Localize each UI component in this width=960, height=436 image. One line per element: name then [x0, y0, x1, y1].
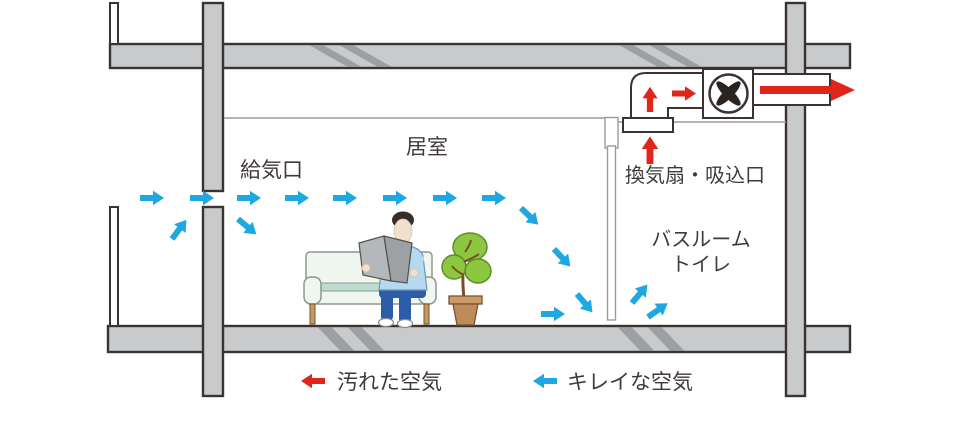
newspaper — [383, 235, 413, 284]
shoe — [396, 318, 414, 329]
partition-wall-header — [604, 116, 619, 149]
living-room-label: 居室 — [406, 135, 448, 159]
suction-inlet-flange — [622, 117, 674, 133]
clean-air-arrow — [233, 213, 262, 240]
clean-air-arrow — [285, 190, 309, 206]
bathroom-label: バスルーム — [651, 227, 750, 251]
exterior-wall-stub — [109, 2, 119, 45]
shoe — [377, 317, 395, 328]
ceiling-slab — [108, 42, 852, 70]
dirty-air-flow — [301, 79, 855, 389]
legend-dirty-air-label: 汚れた空気 — [337, 370, 442, 394]
legend-clean-air-label: キレイな空気 — [567, 370, 693, 394]
clean-air-arrow — [433, 190, 457, 206]
clean-air-arrow — [482, 190, 506, 206]
left-column-lower — [201, 205, 225, 398]
concrete-hatch-stripes — [310, 45, 701, 351]
concrete-structure — [106, 42, 852, 354]
right-column — [784, 1, 807, 398]
clean-air-arrow — [383, 190, 407, 206]
clean-air-arrow — [571, 289, 598, 318]
sofa-leg — [309, 303, 316, 325]
clean-air-arrow — [541, 306, 565, 322]
person-hand — [409, 268, 419, 278]
dirty-air-exhaust-arrow — [760, 79, 855, 101]
plant-branches — [451, 239, 480, 276]
clean-air-arrow — [140, 190, 164, 206]
person-reading — [358, 211, 428, 329]
legend-dirty-air-arrow — [301, 373, 325, 389]
floor-slab — [106, 324, 852, 354]
person-leg — [381, 290, 393, 320]
clean-air-arrow — [190, 190, 214, 206]
supply-port-label: 給気口 — [240, 158, 303, 182]
person-hand — [361, 263, 371, 273]
dirty-air-arrow — [641, 136, 659, 164]
toilet-label: トイレ — [671, 252, 731, 276]
window-panel — [109, 206, 119, 327]
left-column-upper — [201, 1, 225, 193]
sofa-armrest-left — [303, 276, 322, 305]
legend-clean-air-arrow — [533, 373, 557, 389]
sofa-leg — [423, 303, 430, 325]
plant-pot-rim — [448, 295, 483, 305]
exhaust-fan-label: 換気扇・吸込口 — [625, 163, 765, 187]
clean-air-arrow — [237, 190, 261, 206]
clean-air-arrow — [548, 244, 576, 272]
person-leg — [399, 292, 411, 322]
clean-air-arrow — [626, 279, 653, 308]
fan-blades-icon — [716, 81, 741, 106]
clean-air-arrow — [643, 297, 672, 323]
clean-air-arrow — [333, 190, 357, 206]
clean-air-arrow — [515, 202, 544, 230]
clean-air-arrow — [166, 215, 193, 244]
partition-wall — [606, 145, 617, 321]
potted-plant — [441, 232, 492, 326]
plant-pot — [452, 303, 479, 326]
